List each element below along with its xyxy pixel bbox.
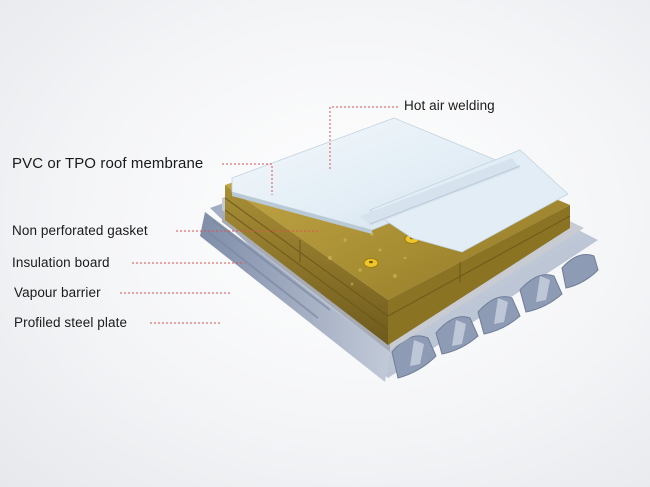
roof-membrane-layer bbox=[231, 117, 569, 253]
label-roof-membrane: PVC or TPO roof membrane bbox=[12, 155, 204, 172]
label-gasket: Non perforated gasket bbox=[12, 223, 148, 238]
label-vapour-barrier: Vapour barrier bbox=[14, 285, 101, 300]
label-insulation-board: Insulation board bbox=[12, 255, 110, 270]
leader-roof-membrane bbox=[222, 163, 273, 195]
leader-lines bbox=[120, 106, 398, 324]
label-steel-plate: Profiled steel plate bbox=[14, 315, 128, 330]
label-hot-air-welding: Hot air welding bbox=[404, 98, 495, 113]
leader-hot-air-welding bbox=[329, 106, 398, 170]
